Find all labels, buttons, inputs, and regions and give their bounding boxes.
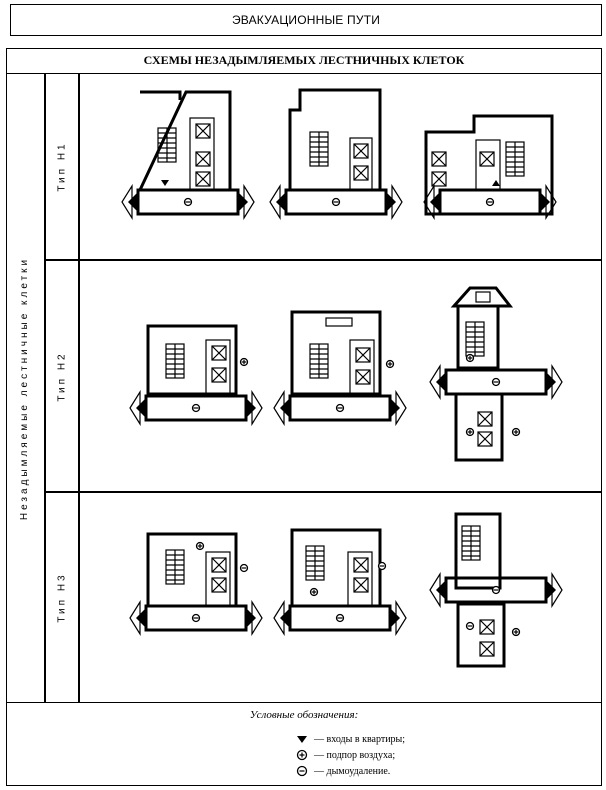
scheme-h3-b bbox=[272, 528, 408, 636]
scheme-h3-a bbox=[128, 532, 264, 636]
legend-item-air-supply: — подпор воздуха; bbox=[296, 749, 395, 761]
grid-divider-side bbox=[44, 74, 46, 702]
scheme-h2-b bbox=[272, 310, 408, 426]
scheme-h1-a bbox=[120, 90, 256, 220]
legend-item-entrance: — входы в квартиры; bbox=[296, 733, 405, 745]
scheme-h1-b bbox=[268, 88, 404, 220]
entrance-triangle-icon bbox=[297, 736, 307, 743]
section-header: ЭВАКУАЦИОННЫЕ ПУТИ bbox=[10, 4, 602, 36]
scheme-h1-c bbox=[422, 114, 558, 220]
legend-item-smoke-removal-label: — дымоудаление. bbox=[314, 765, 391, 777]
scheme-h3-c bbox=[428, 512, 564, 668]
legend-item-air-supply-label: — подпор воздуха; bbox=[314, 749, 396, 761]
scheme-h2-c bbox=[428, 286, 564, 462]
figure-title: СХЕМЫ НЕЗАДЫМЛЯЕМЫХ ЛЕСТНИЧНЫХ КЛЕТОК bbox=[6, 48, 602, 74]
row-divider-2 bbox=[44, 491, 602, 493]
air-supply-plus-circle-icon bbox=[296, 749, 308, 761]
smoke-removal-minus-circle-icon bbox=[296, 765, 308, 777]
grid-divider-type bbox=[78, 74, 80, 702]
section-title: ЭВАКУАЦИОННЫЕ ПУТИ bbox=[231, 13, 381, 27]
legend-title: Условные обозначения: bbox=[249, 709, 359, 721]
figure-title-text: СХЕМЫ НЕЗАДЫМЛЯЕМЫХ ЛЕСТНИЧНЫХ КЛЕТОК bbox=[143, 53, 465, 67]
legend: Условные обозначения: — входы в квартиры… bbox=[6, 702, 602, 786]
legend-item-smoke-removal: — дымоудаление. bbox=[296, 765, 390, 777]
scheme-h2-a bbox=[128, 324, 264, 426]
row-divider-1 bbox=[44, 259, 602, 261]
figure-frame bbox=[6, 48, 602, 786]
legend-item-entrance-label: — входы в квартиры; bbox=[314, 733, 406, 745]
